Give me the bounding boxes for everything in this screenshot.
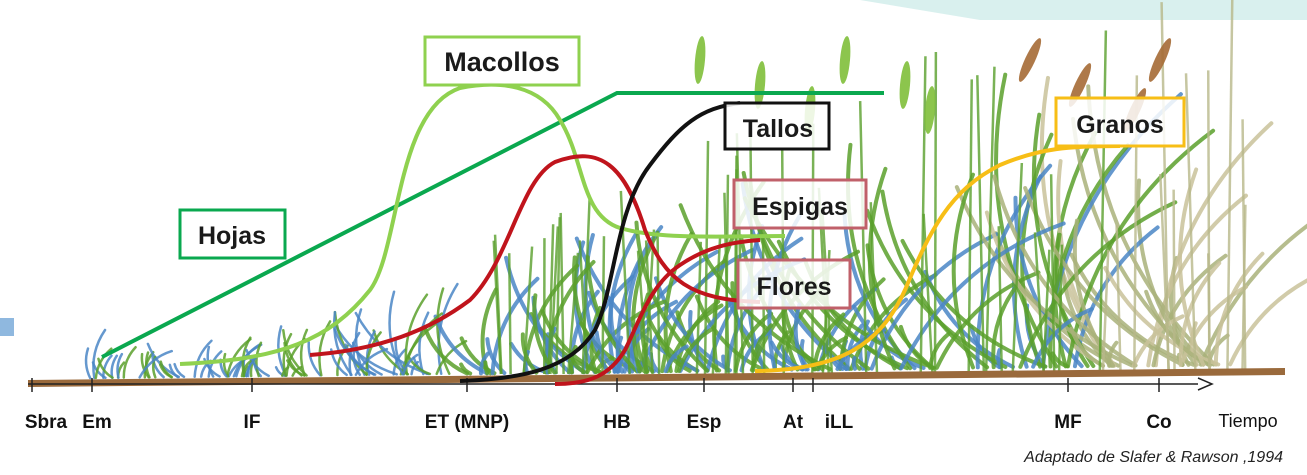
tallos-label: Tallos [743,115,813,143]
plant-stem [1174,190,1175,374]
plant-stem [705,141,708,374]
stage-label-co: Co [1146,412,1171,433]
wheat-plants-illustration [86,0,1307,378]
plant-leaf [301,330,307,376]
left-edge-decoration [0,318,14,336]
plant-stem [509,253,510,374]
plant-leaf [86,349,90,378]
axis-end-label: Tiempo [1218,411,1277,431]
banner-decoration [860,0,1307,20]
plant-leaf [419,313,428,374]
source-credit: Adaptado de Slafer & Rawson ,1994 [1023,449,1283,466]
plant-leaf [854,358,855,369]
stage-label-ill: iLL [825,412,854,433]
wheat-ear [898,61,912,110]
plant-stem [1208,253,1210,374]
time-axis-arrow [1198,378,1212,390]
wheat-ear [838,36,852,85]
macollos-label: Macollos [444,47,560,77]
stage-label-et: ET (MNP) [425,412,509,433]
stage-label-if: IF [244,412,261,433]
espigas-label: Espigas [752,193,848,221]
plant-leaf [998,350,1000,367]
wheat-ear [1015,36,1044,84]
flores-label: Flores [756,273,831,301]
stage-label-esp: Esp [687,412,722,433]
stage-label-at: At [783,412,804,433]
plant-leaf [124,347,136,377]
plant-leaf [571,361,573,372]
plant-leaf [112,356,117,378]
wheat-ear [693,36,707,85]
granos-label: Granos [1076,111,1164,139]
plant-stem [1227,0,1232,374]
stage-label-em: Em [82,412,112,433]
wheat-ear [1145,36,1174,84]
hojas-label: Hojas [198,222,266,250]
stage-label-sbra: Sbra [25,412,68,433]
stage-label-hb: HB [603,412,630,433]
plant-stem [658,231,660,374]
plant-stem [812,124,813,374]
stage-label-mf: MF [1054,412,1081,433]
